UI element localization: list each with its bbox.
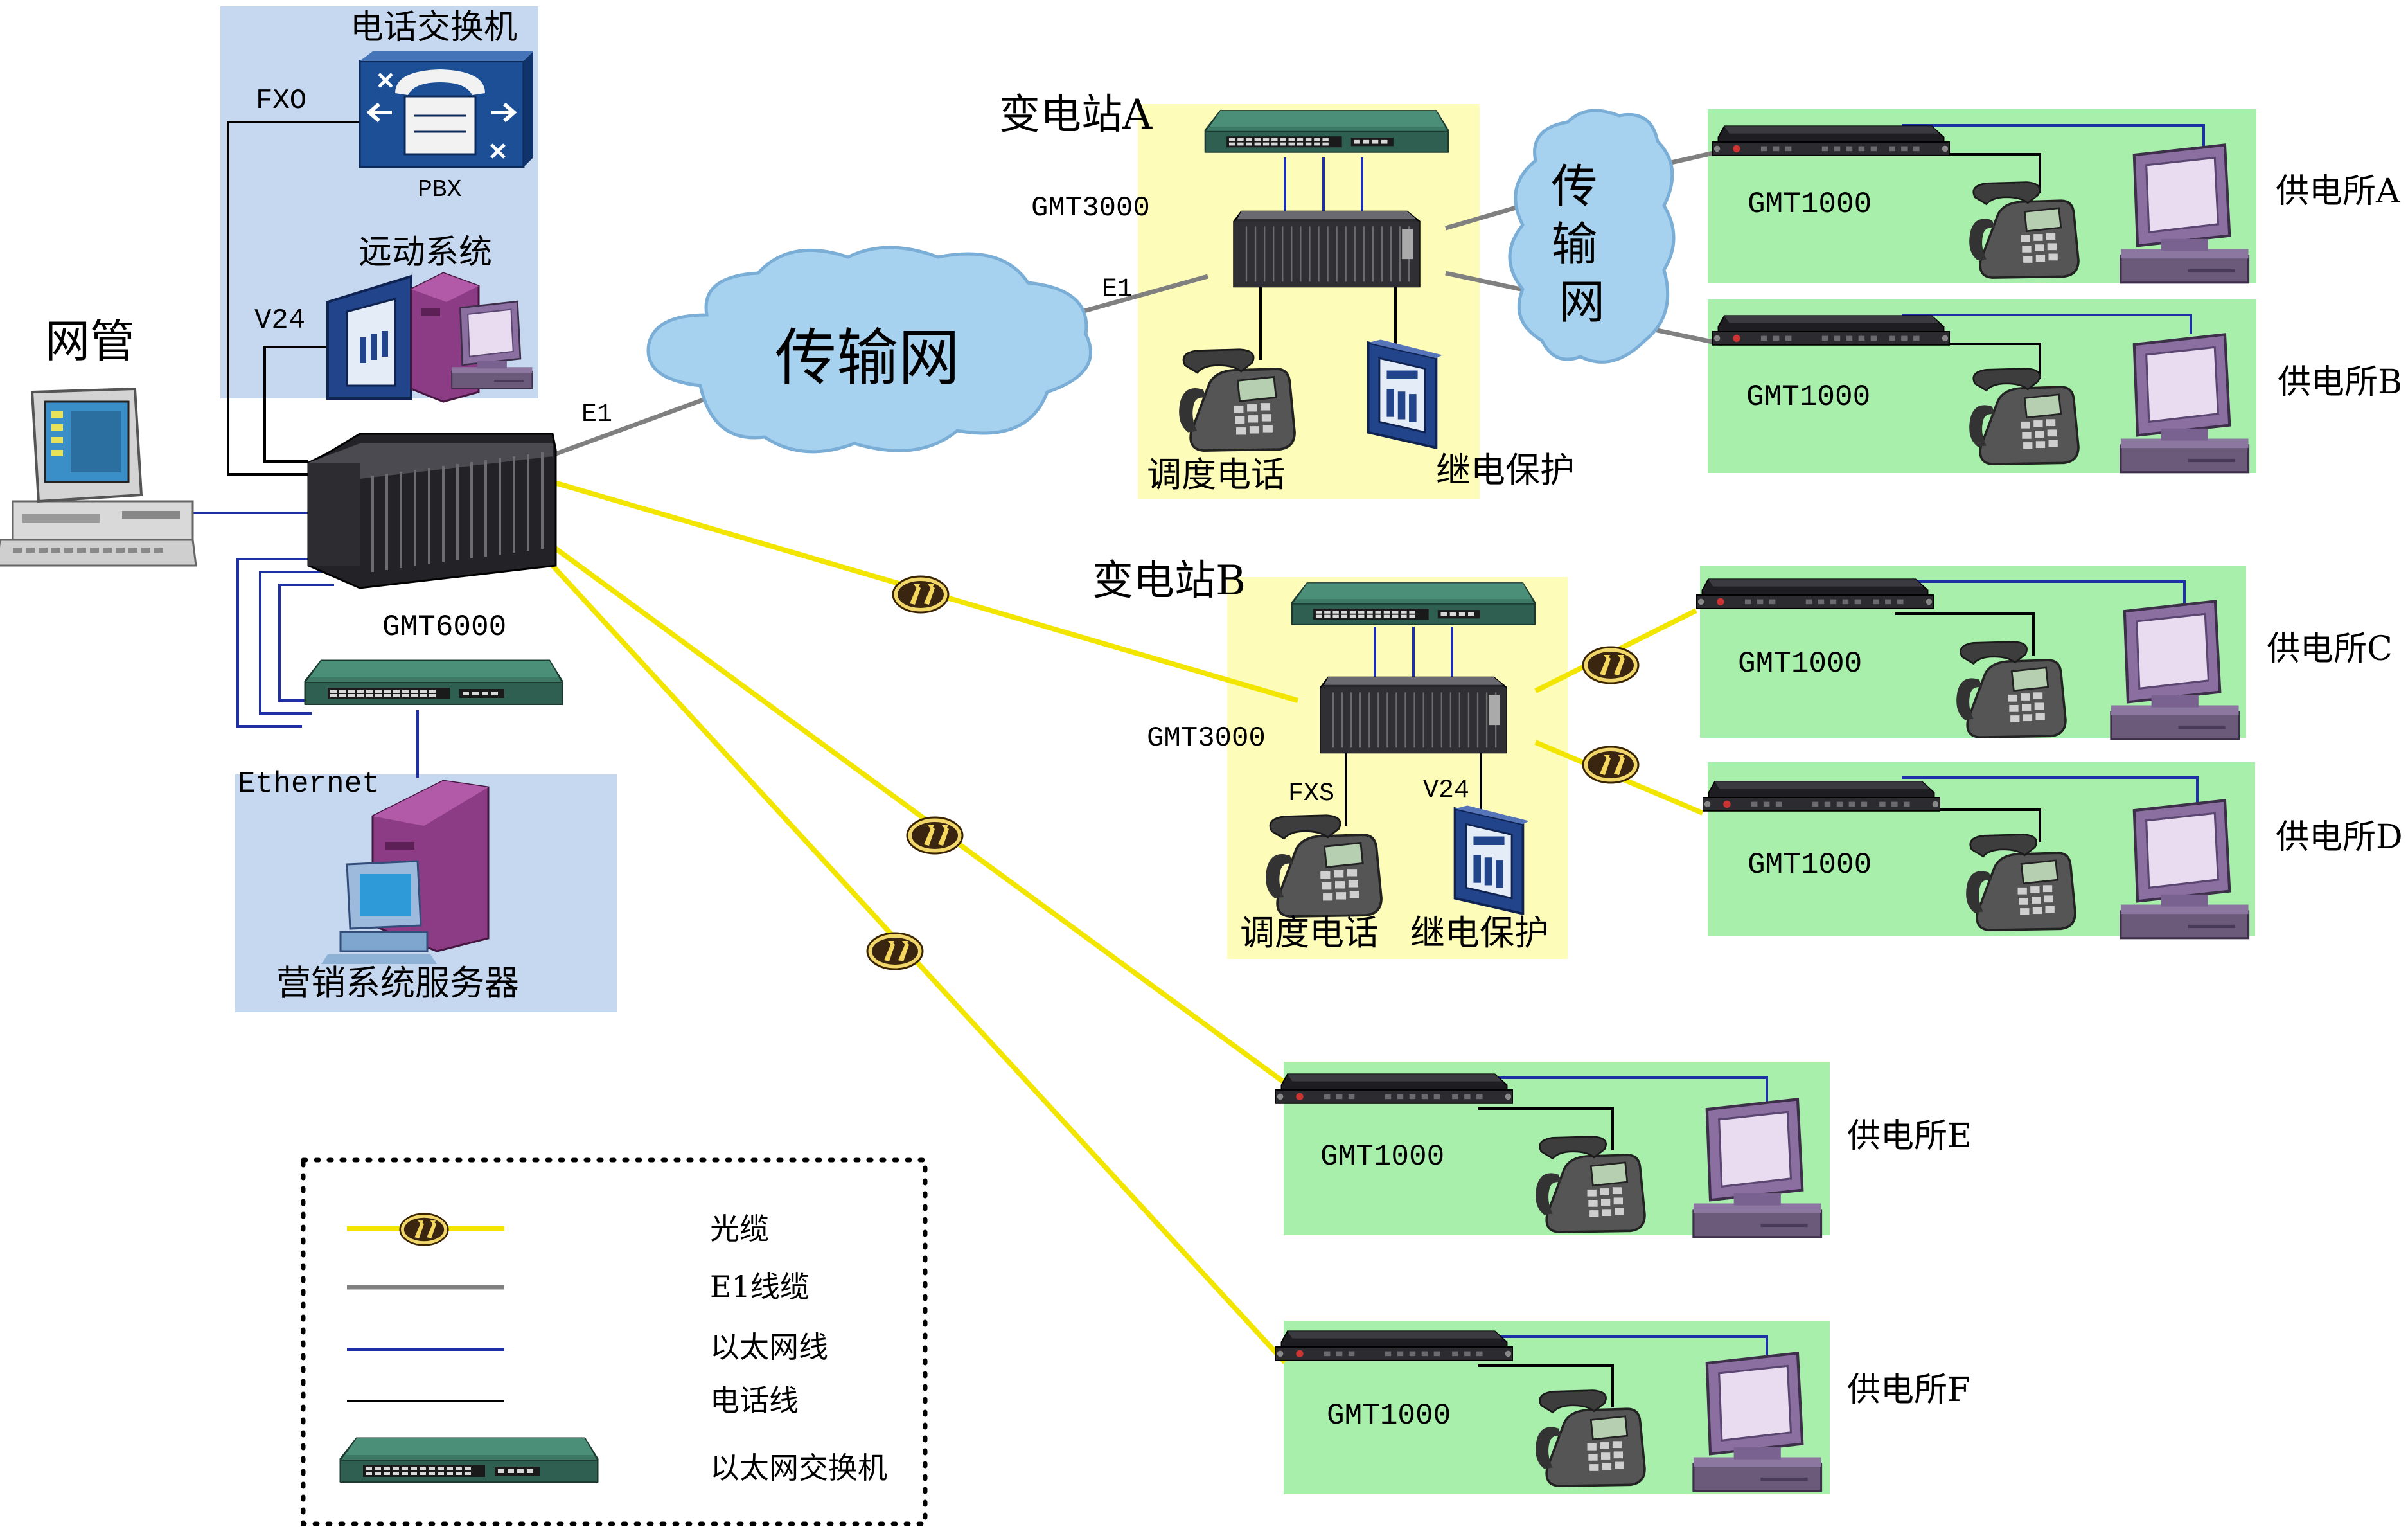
transport-network-char-3: 网 [1559, 275, 1605, 329]
legend-switch-label: 以太网交换机 [710, 1451, 887, 1485]
fxs-label: FXS [1288, 780, 1334, 808]
fiber-splice-icon [399, 1213, 449, 1246]
legend-phone-label: 电话线 [710, 1383, 799, 1418]
gmt3000-a-label: GMT3000 [1031, 192, 1150, 224]
switch-icon [339, 1437, 599, 1483]
fiber-splice-icon [866, 932, 924, 970]
relay-icon [1453, 804, 1529, 915]
rack-unit-icon [1712, 315, 1950, 346]
transport-network-label: 传输网 [775, 322, 960, 394]
gmt6000-chassis-icon [307, 433, 557, 589]
pbx-icon [359, 51, 533, 168]
fiber-splice-icon [1582, 646, 1640, 684]
legend-ethernet-label: 以太网线 [710, 1330, 828, 1364]
fiber-splice-icon [892, 575, 950, 614]
rack-unit-icon [1712, 125, 1950, 156]
modem-icon [326, 274, 412, 400]
station-d-device-label: GMT1000 [1748, 848, 1872, 882]
e1-a-label: E1 [1102, 275, 1133, 304]
legend-e1-label: E1线缆 [710, 1269, 810, 1304]
pbx-label: PBX [418, 176, 462, 204]
station-c-label: 供电所C [2267, 630, 2393, 668]
nms-computer-icon [0, 387, 197, 567]
dispatch-phone-a-label: 调度电话 [1147, 454, 1286, 495]
fiber-splice-icon [1582, 746, 1640, 784]
scada-title: 远动系统 [359, 233, 492, 272]
station-a-label: 供电所A [2276, 172, 2401, 211]
marketing-server-icon [321, 780, 490, 964]
station-b-device-label: GMT1000 [1746, 380, 1870, 414]
station-a-device-label: GMT1000 [1748, 188, 1872, 221]
station-d-label: 供电所D [2276, 818, 2403, 857]
station-c-device-label: GMT1000 [1738, 647, 1862, 681]
rack-unit-icon [1703, 781, 1940, 812]
legend-fiber-label: 光缆 [710, 1211, 769, 1246]
rack-unit-icon [1696, 578, 1934, 609]
fxo-label: FXO [256, 85, 306, 117]
chassis-icon [1232, 210, 1421, 288]
fiber-splice-icon [906, 816, 964, 855]
relay-b-label: 继电保护 [1410, 913, 1549, 953]
station-b-label: 供电所B [2278, 363, 2402, 402]
switch-icon [1291, 582, 1536, 626]
ethernet-label: Ethernet [238, 767, 380, 801]
rack-unit-icon [1275, 1073, 1513, 1104]
station-f-label: 供电所F [1847, 1371, 1970, 1409]
v24-left-label: V24 [254, 305, 305, 337]
substation-b-title: 变电站B [1092, 557, 1246, 605]
pbx-title: 电话交换机 [350, 8, 517, 47]
transport-network-char-1: 传 [1552, 159, 1598, 213]
relay-icon [1367, 338, 1442, 449]
transport-network-small-label: 传 输 网 [1552, 159, 1613, 329]
marketing-server-label: 营销系统服务器 [276, 963, 519, 1003]
substation-a-title: 变电站A [999, 91, 1153, 139]
legend-frame [301, 1157, 928, 1526]
dispatch-phone-b-label: 调度电话 [1240, 913, 1379, 953]
gmt6000-label: GMT6000 [382, 611, 506, 644]
transport-network-char-2: 输 [1552, 217, 1598, 271]
nms-title: 网管 [45, 315, 135, 368]
gmt3000-b-label: GMT3000 [1147, 722, 1266, 755]
station-e-label: 供电所E [1847, 1117, 1972, 1156]
rack-unit-icon [1275, 1330, 1513, 1361]
cloud-icon [1508, 109, 1676, 364]
relay-a-label: 继电保护 [1436, 450, 1575, 490]
switch-icon [304, 659, 563, 706]
chassis-icon [1319, 676, 1508, 754]
cloud-icon [646, 246, 1092, 454]
v24-b-label: V24 [1423, 776, 1469, 805]
switch-icon [1204, 110, 1449, 154]
station-e-device-label: GMT1000 [1320, 1140, 1444, 1174]
station-f-device-label: GMT1000 [1327, 1399, 1451, 1433]
e1-left-label: E1 [581, 400, 612, 429]
legend: 光缆 E1线缆 以太网线 电话线 以太网交换机 [301, 1157, 928, 1526]
